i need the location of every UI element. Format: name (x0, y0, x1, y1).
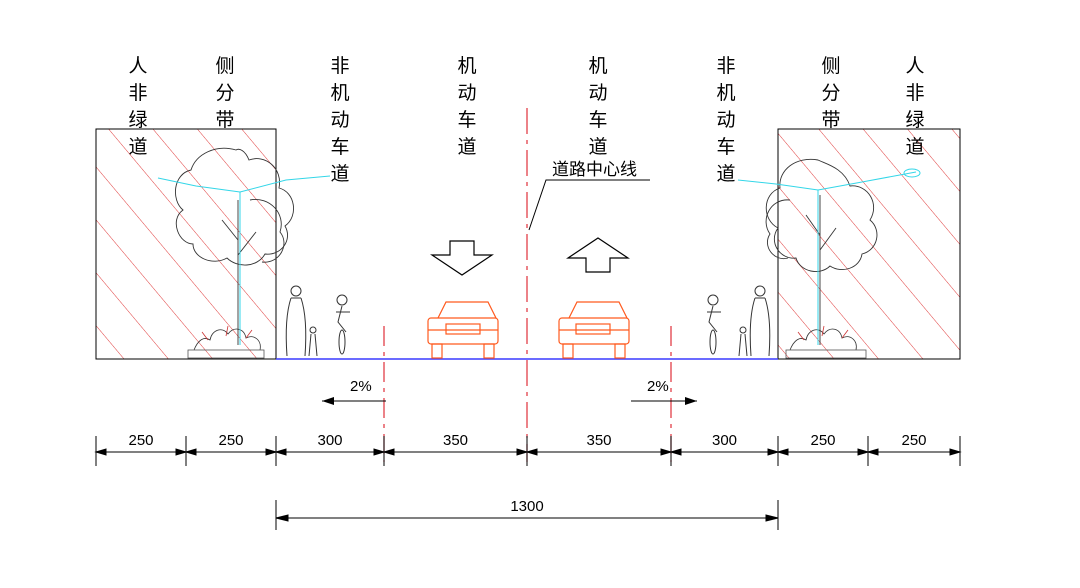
dimension-lines (94, 436, 962, 466)
pedestrian-icon (738, 285, 771, 357)
dimension-arrow (184, 448, 197, 456)
column-label-left-median: 侧分带 (215, 55, 234, 131)
centerline-label: 道路中心线 (552, 160, 637, 180)
slope-right: 2% (631, 378, 697, 405)
column-labels: 人非绿道 侧分带 非机动车道 机动车道 机动车道 非机动车道 侧分带 人非绿道 (128, 55, 924, 185)
car-icon (427, 301, 499, 359)
pedestrian-icon (285, 285, 318, 357)
tree-icon (175, 147, 294, 345)
column-label-right-median: 侧分带 (821, 55, 840, 131)
dimension-arrow (949, 448, 962, 456)
centerline-leader (528, 179, 650, 231)
dimension-label: 350 (443, 432, 468, 449)
street-lamp-icon (737, 168, 921, 345)
dimension-arrow (660, 448, 673, 456)
dimension-arrow (265, 448, 278, 456)
street-lamp-icon (157, 175, 331, 345)
dimension-labels: 250 250 300 350 350 300 250 250 (128, 432, 926, 449)
dimension-label: 250 (218, 432, 243, 449)
dimension-arrow (373, 448, 386, 456)
dimension-arrow (857, 448, 870, 456)
column-label-left-sidewalk: 人非绿道 (128, 55, 147, 158)
left-green-belt (95, 128, 277, 360)
slope-right-label: 2% (647, 378, 669, 395)
cyclist-icon (707, 294, 721, 355)
dimension-arrow (776, 448, 789, 456)
total-dimension (275, 500, 779, 530)
dimension-arrow (274, 448, 287, 456)
dimension-arrow (669, 448, 682, 456)
slope-left: 2% (322, 378, 386, 405)
total-dimension-label: 1300 (510, 498, 543, 515)
column-label-right-sidewalk: 人非绿道 (905, 55, 924, 158)
dimension-arrow (767, 448, 780, 456)
dimension-label: 250 (128, 432, 153, 449)
dimension-arrow (866, 448, 879, 456)
right-green-belt (777, 128, 961, 360)
down-arrow-icon (430, 240, 494, 276)
dimension-label: 250 (901, 432, 926, 449)
dimension-arrow (516, 448, 529, 456)
cyclist-icon (336, 294, 350, 355)
shrub-icon (187, 325, 265, 359)
dimension-label: 250 (810, 432, 835, 449)
dimension-label: 300 (712, 432, 737, 449)
dimension-arrow (175, 448, 188, 456)
column-label-left-bike-lane: 非机动车道 (330, 55, 349, 185)
column-label-right-motor-lane: 机动车道 (588, 55, 607, 158)
up-arrow-icon (566, 237, 630, 273)
column-label-left-motor-lane: 机动车道 (457, 55, 476, 158)
slope-left-label: 2% (350, 378, 372, 395)
dimension-arrow (382, 448, 395, 456)
car-icon (558, 301, 630, 359)
column-label-right-bike-lane: 非机动车道 (716, 55, 735, 185)
dimension-label: 350 (586, 432, 611, 449)
dimension-arrow (94, 448, 107, 456)
dimension-label: 300 (317, 432, 342, 449)
shrub-icon (785, 325, 867, 359)
dimension-arrow (525, 448, 538, 456)
